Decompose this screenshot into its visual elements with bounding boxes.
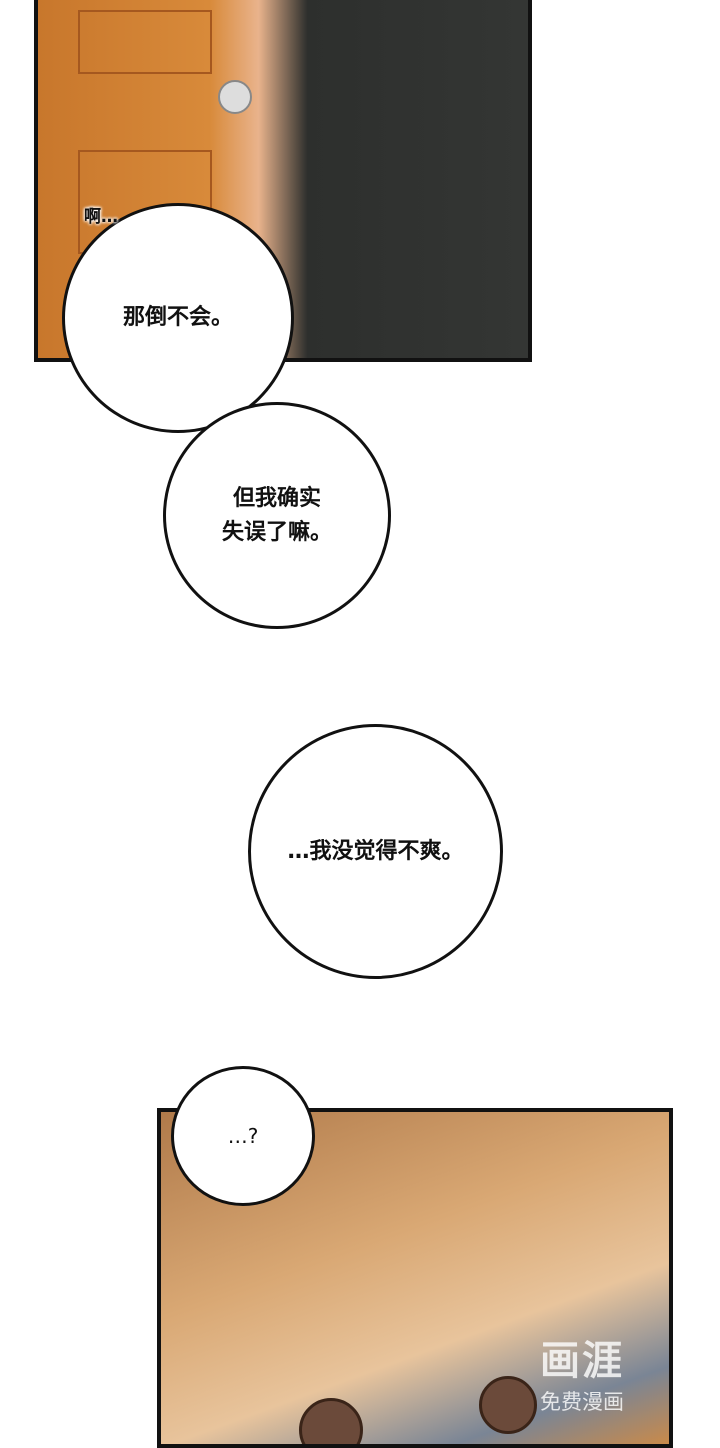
speech-bubble: 那倒不会。 — [62, 203, 294, 433]
character-eye — [479, 1376, 537, 1434]
watermark-tagline: 免费漫画 — [540, 1390, 624, 1414]
door-panel — [78, 10, 212, 74]
character-eye — [299, 1398, 363, 1444]
watermark-logo: 画涯 — [540, 1338, 624, 1384]
bubble-text: 那倒不会。 — [122, 305, 233, 330]
speech-bubble: 但我确实 失误了嘛。 — [163, 402, 391, 629]
speech-bubble: …我没觉得不爽。 — [248, 724, 503, 979]
speech-bubble: …? — [171, 1066, 315, 1206]
bubble-text: …我没觉得不爽。 — [287, 838, 464, 864]
bubble-text: 但我确实 失误了嘛。 — [221, 485, 332, 545]
watermark: 画涯 免费漫画 — [540, 1328, 624, 1416]
door-knob — [218, 80, 252, 114]
sfx-text: 啊… — [84, 207, 118, 227]
bubble-text: …? — [227, 1124, 259, 1148]
